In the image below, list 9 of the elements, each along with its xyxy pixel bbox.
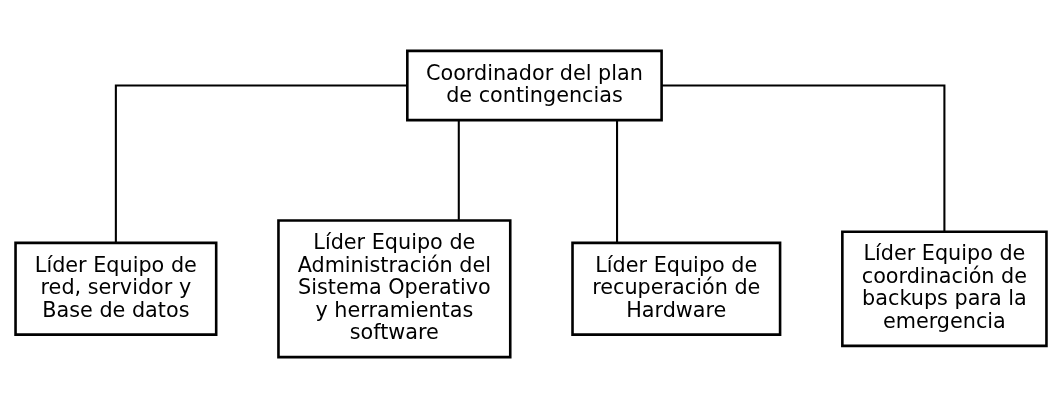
node-box: Líder Equipo de coordinación de backups para la emergencia [841,229,1048,347]
node-box: Coordinador del plan de contingencias [406,49,663,121]
node-box: Líder Equipo de red, servidor y Base de datos [14,241,218,336]
connector [114,83,408,243]
connector [661,83,946,232]
connector [457,119,460,220]
connector [616,119,619,243]
node-box: Líder Equipo de Administración del Sistema Operativo y herramientas software [277,218,512,358]
node-box: Líder Equipo de recuperación de Hardware [571,241,782,336]
